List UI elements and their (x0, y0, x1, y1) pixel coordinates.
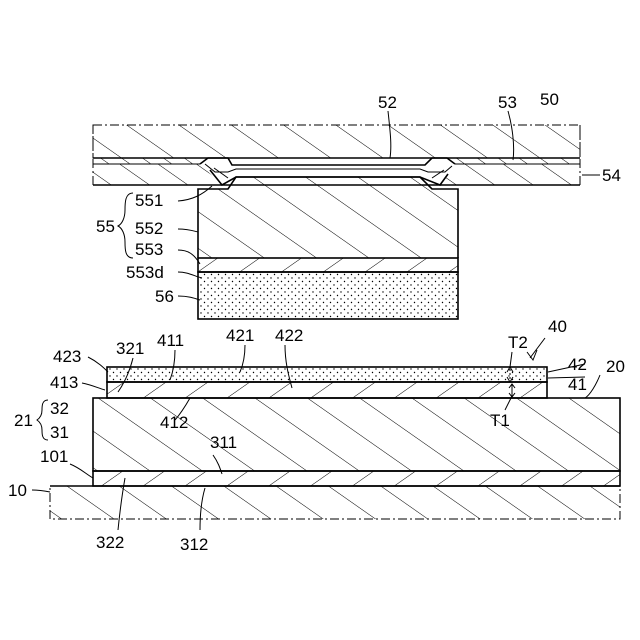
block-32 (93, 398, 620, 471)
film-53 (93, 158, 580, 164)
label-52: 52 (378, 93, 397, 112)
label-42: 42 (568, 355, 587, 374)
label-20: 20 (606, 357, 625, 376)
label-553d: 553d (126, 263, 164, 282)
label-312: 312 (180, 535, 208, 554)
label-31: 31 (50, 423, 69, 442)
plate-50 (93, 125, 580, 158)
label-422: 422 (275, 326, 303, 345)
label-421: 421 (226, 326, 254, 345)
bracket-55 (118, 193, 133, 258)
layer-553 (198, 258, 458, 272)
label-423: 423 (53, 347, 81, 366)
label-32: 32 (50, 399, 69, 418)
label-55: 55 (96, 217, 115, 236)
label-56: 56 (155, 287, 174, 306)
substrate-10 (50, 486, 620, 519)
bracket-21 (37, 400, 48, 440)
layer-41 (107, 382, 547, 398)
label-10: 10 (8, 481, 27, 500)
label-21: 21 (14, 411, 33, 430)
label-321: 321 (116, 339, 144, 358)
layer-31 (93, 471, 620, 486)
label-101: 101 (40, 447, 68, 466)
label-413: 413 (50, 373, 78, 392)
label-53: 53 (498, 93, 517, 112)
label-553: 553 (135, 240, 163, 259)
label-54: 54 (602, 166, 621, 185)
label-411: 411 (157, 331, 184, 350)
block-552 (198, 177, 458, 258)
label-40: 40 (548, 317, 567, 336)
label-322: 322 (96, 533, 124, 552)
label-551: 551 (135, 191, 163, 210)
label-412: 412 (160, 413, 188, 432)
label-T2: T2 (508, 333, 528, 352)
label-552: 552 (135, 219, 163, 238)
label-41: 41 (568, 375, 587, 394)
layer-56 (198, 272, 458, 319)
label-311: 311 (210, 433, 237, 452)
label-50: 50 (540, 90, 559, 109)
label-T1: T1 (490, 411, 510, 430)
